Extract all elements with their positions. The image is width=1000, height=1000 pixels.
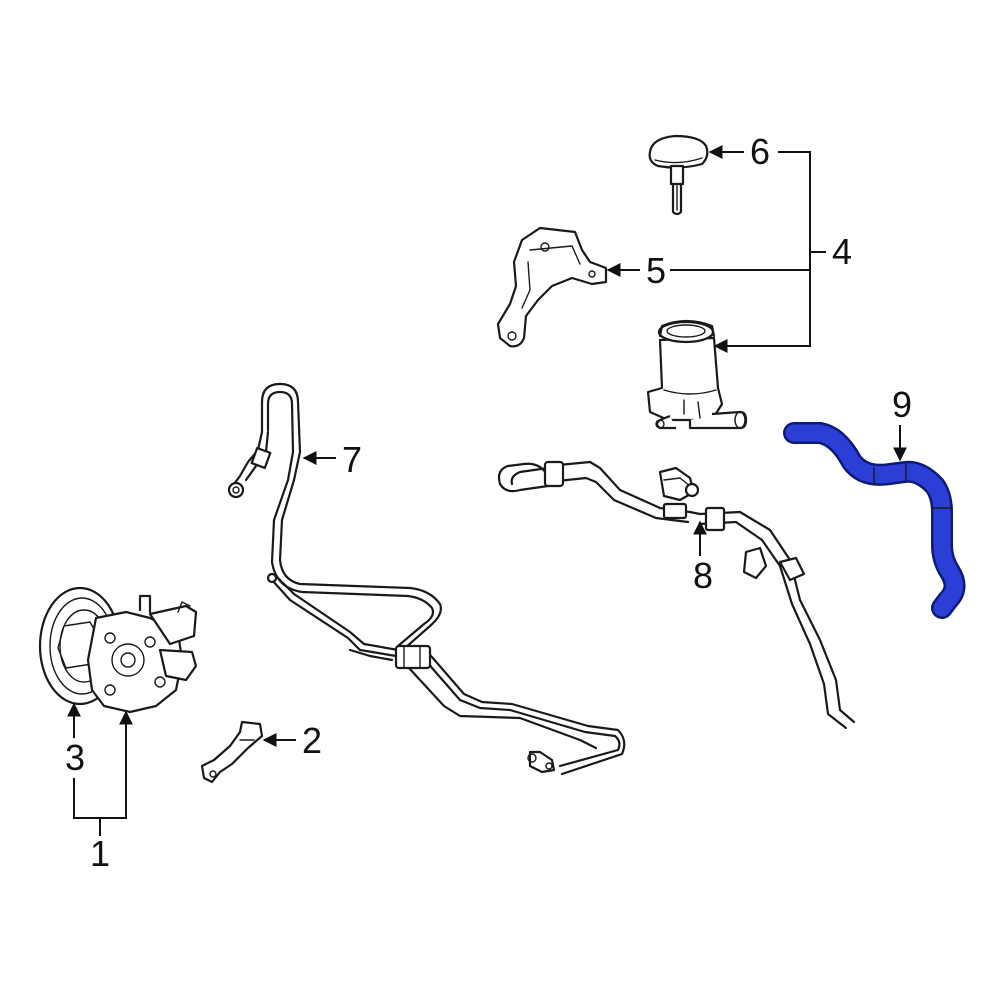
callout-9: 9 — [892, 384, 912, 425]
callout-3: 3 — [65, 737, 85, 778]
part-1-power-steering-pump[interactable] — [38, 586, 198, 714]
callout-leaders — [67, 145, 907, 836]
callout-7: 7 — [342, 439, 362, 480]
callout-5: 5 — [646, 250, 666, 291]
part-8-return-line[interactable] — [497, 460, 856, 730]
callout-2: 2 — [302, 720, 322, 761]
part-9-highlighted-hose[interactable] — [783, 422, 966, 619]
part-2-hose-clamp-bracket[interactable] — [200, 720, 264, 784]
callout-6: 6 — [750, 131, 770, 172]
part-7-pressure-hose-assembly[interactable] — [227, 382, 626, 776]
callout-labels: 6 4 5 7 9 8 2 3 1 — [65, 131, 912, 874]
callout-4: 4 — [832, 231, 852, 272]
part-5-reservoir-bracket[interactable] — [496, 226, 608, 348]
part-6-reservoir-cap[interactable] — [648, 134, 709, 216]
callout-8: 8 — [693, 555, 713, 596]
callout-1: 1 — [90, 833, 110, 874]
part-4-power-steering-reservoir[interactable] — [646, 319, 748, 430]
